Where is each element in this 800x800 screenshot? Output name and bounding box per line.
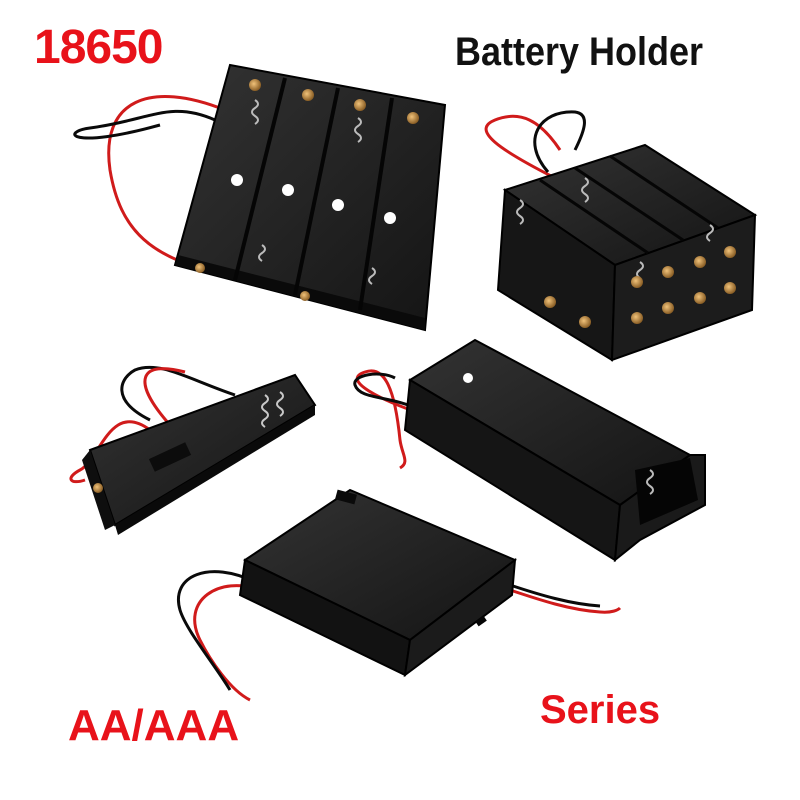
series-label: Series (540, 688, 661, 732)
red-wire (193, 584, 261, 702)
black-wire (73, 109, 216, 140)
red-wire (355, 369, 426, 470)
holder-4-slot-18650 (73, 63, 447, 332)
red-wire (509, 588, 622, 614)
battery-size-aa-aaa-label: AA/AAA (68, 701, 240, 750)
red-wire (107, 95, 231, 277)
holder-1-slot-18650 (69, 365, 317, 535)
battery-size-18650-label: 18650 (34, 21, 163, 74)
black-wire (533, 110, 586, 173)
product-title: Battery Holder (455, 30, 704, 74)
black-wire (120, 365, 236, 422)
black-wire (353, 372, 421, 412)
black-wire (177, 570, 256, 691)
holder-2-slot-enclosed (353, 338, 706, 563)
holder-3-slot-enclosed (177, 488, 622, 702)
holder-8-slot-double (484, 110, 758, 362)
red-wire (484, 114, 562, 180)
